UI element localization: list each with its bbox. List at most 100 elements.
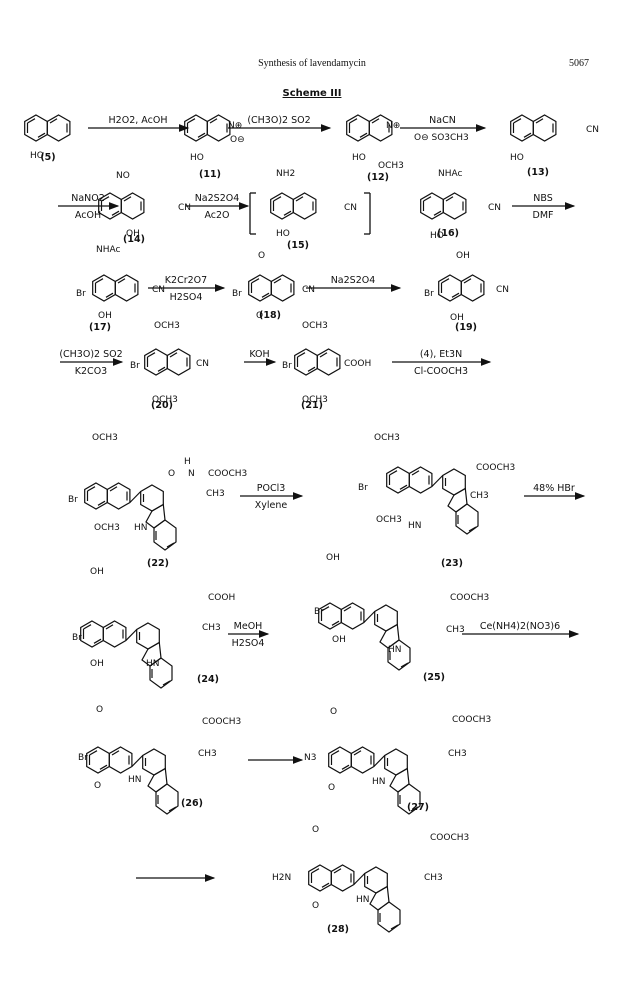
compound-labels: (5)(11)(12)(13)(14)(15)(16)(17)(18)(19)(… (40, 152, 549, 935)
substituent-label: Br (76, 289, 86, 299)
substituent-label: O (312, 825, 319, 835)
substituent-label: Br (282, 361, 292, 371)
biaryl-bond (373, 755, 386, 767)
substituent-label: O (94, 781, 101, 791)
compound-label: (26) (181, 798, 203, 809)
substituent-label: HN (134, 523, 148, 533)
substituent-label: NHAc (438, 169, 462, 179)
substituent-label: COOCH3 (208, 469, 247, 479)
reagent-above: MeOH (234, 621, 263, 632)
substituent-label: CN (344, 203, 357, 213)
molecule-structures (24, 114, 557, 933)
biaryl-bond (431, 475, 444, 487)
quinoline-ring (248, 274, 295, 302)
substituent-label: HO (190, 153, 204, 163)
substituent-label: H (184, 457, 191, 467)
substituent-label: CH3 (446, 625, 465, 635)
beta-carboline-ring (140, 484, 177, 551)
reagent-above: NBS (533, 193, 553, 204)
substituent-label: H2N (272, 873, 291, 883)
reagent-above: (CH3O)2 SO2 (247, 115, 310, 126)
substituent-label: N⊕ (386, 121, 400, 131)
beta-carboline-ring (364, 866, 401, 933)
substituent-label: NO (116, 171, 130, 181)
reagent-above: Na2S2O4 (195, 193, 240, 204)
substituent-label: Br (68, 495, 78, 505)
beta-carboline-ring (374, 604, 411, 671)
compound-label: (22) (147, 558, 169, 569)
substituent-label: NHAc (96, 245, 120, 255)
quinoline-ring (308, 864, 355, 892)
substituent-label: HN (372, 777, 386, 787)
substituent-label: CH3 (202, 623, 221, 633)
compound-label: (5) (40, 152, 55, 163)
compound-label: (20) (151, 400, 173, 411)
quinoline-ring (318, 602, 365, 630)
substituent-label: Br (72, 633, 82, 643)
substituent-label: CN (152, 285, 165, 295)
reagent-above: (4), Et3N (420, 349, 462, 360)
quinoline-ring (144, 348, 191, 376)
reagent-below: DMF (533, 210, 554, 221)
reagent-above: H2O2, AcOH (109, 115, 168, 126)
biaryl-bond (353, 873, 366, 885)
compound-label: (23) (441, 558, 463, 569)
substituent-label: HN (388, 645, 402, 655)
compound-label: (14) (123, 234, 145, 245)
substituent-label: CN (488, 203, 501, 213)
substituent-label: OH (456, 251, 470, 261)
substituent-label: N⊕ (228, 121, 242, 131)
quinoline-ring (270, 192, 317, 220)
reagent-above: NaCN (429, 115, 456, 126)
substituent-label: HN (408, 521, 422, 531)
reagent-above: (CH3O)2 SO2 (59, 349, 122, 360)
substituent-label: OCH3 (374, 433, 400, 443)
substituent-label: CN (196, 359, 209, 369)
beta-carboline-ring (136, 622, 173, 689)
quinoline-ring (24, 114, 71, 142)
compound-label: (24) (197, 674, 219, 685)
substituent-label: CN (496, 285, 509, 295)
substituent-label: COOCH3 (430, 833, 469, 843)
substituent-label: O (328, 783, 335, 793)
substituent-label: OH (450, 313, 464, 323)
substituent-label: OCH3 (94, 523, 120, 533)
biaryl-bond (131, 755, 144, 767)
substituent-label: OH (90, 567, 104, 577)
substituent-label: Br (130, 361, 140, 371)
substituent-label: COOCH3 (450, 593, 489, 603)
compound-label: (18) (259, 310, 281, 321)
substituent-label: O (256, 311, 263, 321)
substituent-label: OCH3 (154, 321, 180, 331)
substituent-label: OCH3 (302, 395, 328, 405)
reagent-above: Ce(NH4)2(NO3)6 (480, 621, 560, 632)
substituent-label: O (312, 901, 319, 911)
quinoline-ring (84, 482, 131, 510)
substituent-label: OCH3 (92, 433, 118, 443)
substituent-label: COOH (344, 359, 371, 369)
substituent-label: O (96, 705, 103, 715)
reagent-below: AcOH (75, 210, 101, 221)
compound-label: (21) (301, 400, 323, 411)
quinoline-ring (184, 114, 231, 142)
substituent-label: OCH3 (376, 515, 402, 525)
quinoline-ring (294, 348, 341, 376)
substituent-label: CH3 (198, 749, 217, 759)
reagent-below: Cl-COOCH3 (414, 366, 468, 377)
substituent-label: CH3 (470, 491, 489, 501)
substituent-label: HO (276, 229, 290, 239)
reagent-above: K2Cr2O7 (165, 275, 207, 286)
substituent-label: OH (326, 553, 340, 563)
substituent-label: HN (128, 775, 142, 785)
substituent-label: HO (30, 151, 44, 161)
quinoline-ring (386, 466, 433, 494)
biaryl-bond (363, 611, 376, 623)
biaryl-bond (129, 491, 142, 503)
quinoline-ring (80, 620, 127, 648)
reagent-below: K2CO3 (75, 366, 107, 377)
substituent-label: O (168, 469, 175, 479)
quinoline-ring (438, 274, 485, 302)
reagent-below: H2SO4 (232, 638, 265, 649)
substituent-label: O⊖ (230, 135, 245, 145)
page-number: 5067 (569, 58, 589, 69)
